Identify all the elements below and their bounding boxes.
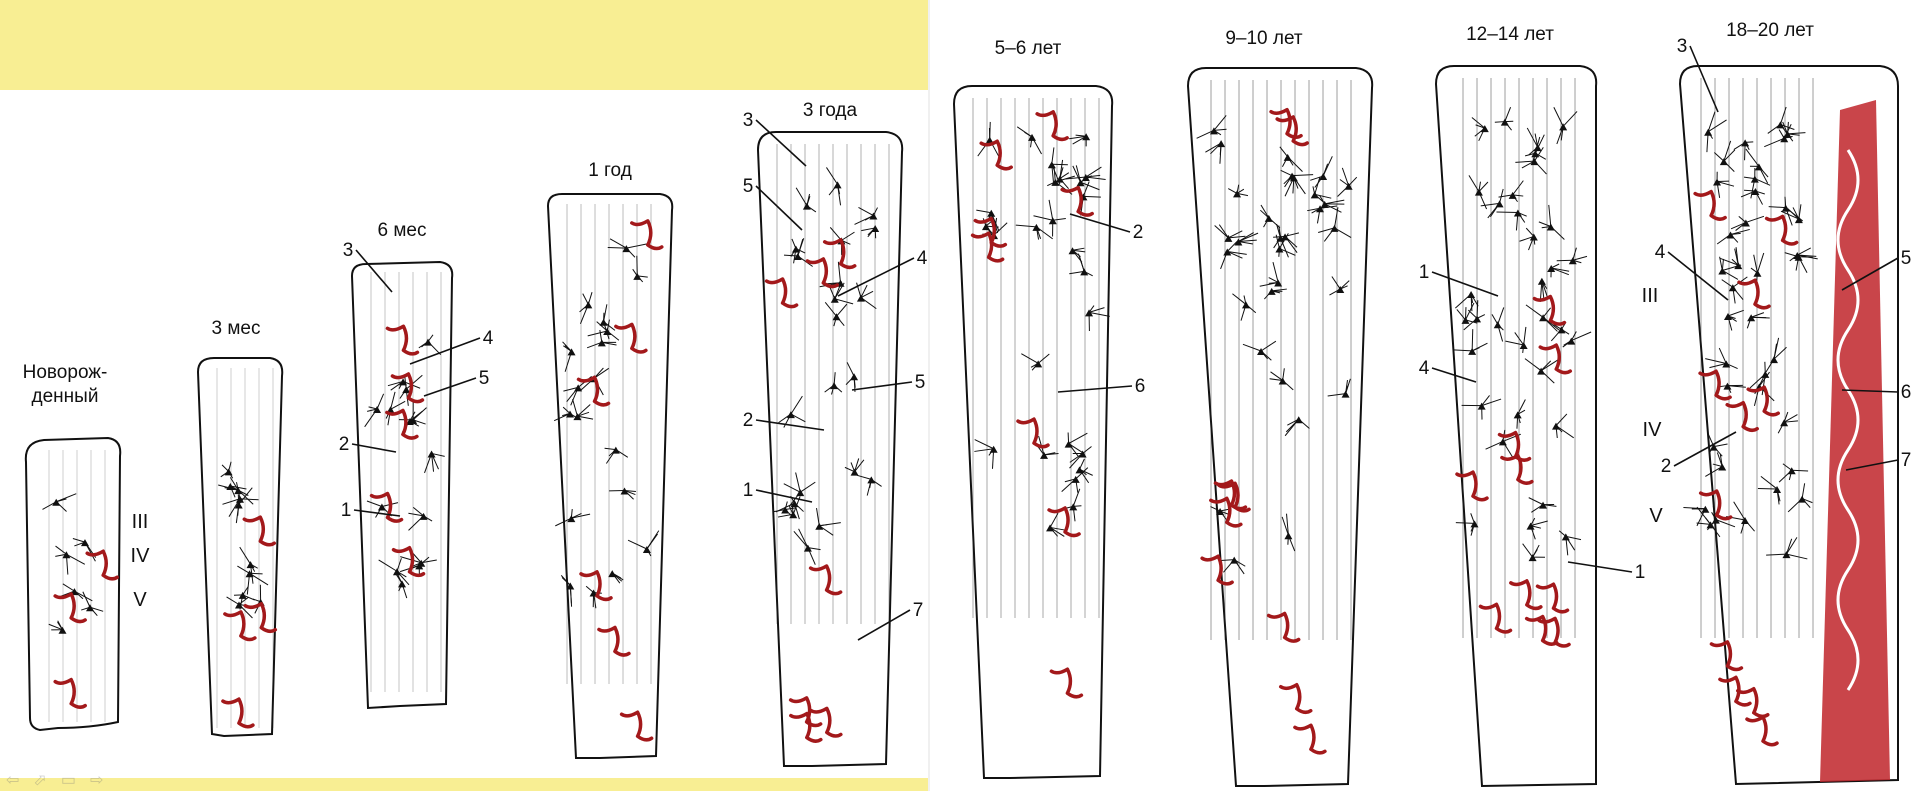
callout-number: 1	[341, 500, 352, 521]
layer-label: V	[133, 589, 147, 611]
callout-number: 4	[917, 248, 928, 269]
callout-number: 6	[1135, 376, 1146, 397]
next-icon[interactable]: ⇨	[90, 770, 103, 790]
column-title: денный	[32, 386, 99, 407]
layer-label: III	[132, 511, 149, 533]
callout-number: 5	[1901, 248, 1912, 269]
column-title: 18–20 лет	[1726, 20, 1814, 41]
column-title: 3 мес	[212, 318, 261, 339]
layer-label: V	[1649, 505, 1663, 527]
layer-label: IV	[1643, 419, 1663, 441]
callout-number: 3	[743, 110, 754, 131]
slide-nav[interactable]: ⇦ ⬀ ▭ ⇨	[6, 770, 103, 790]
callout-number: 4	[1419, 358, 1430, 379]
column-title: Новорож-	[23, 362, 108, 383]
callout-number: 7	[1901, 450, 1912, 471]
callout-number: 5	[479, 368, 490, 389]
back-arrow-icon[interactable]: ⇦	[6, 770, 19, 790]
callout-number: 3	[1677, 36, 1688, 57]
slide-icon[interactable]: ▭	[61, 770, 76, 790]
callout-number: 2	[1133, 222, 1144, 243]
column-title: 1 год	[588, 160, 632, 181]
callout-number: 4	[1655, 242, 1666, 263]
callout-number: 2	[1661, 456, 1672, 477]
layer-label: IV	[131, 545, 151, 567]
column-title: 12–14 лет	[1466, 24, 1554, 45]
column-title: 3 года	[803, 100, 858, 121]
callout-number: 1	[1635, 562, 1646, 583]
callout-number: 1	[1419, 262, 1430, 283]
column-title: 5–6 лет	[995, 38, 1062, 59]
forward-arrow-icon[interactable]: ⬀	[33, 770, 46, 790]
callout-number: 2	[339, 434, 350, 455]
column-title: 9–10 лет	[1225, 28, 1303, 49]
callout-number: 6	[1901, 382, 1912, 403]
column-title: 6 мес	[378, 220, 427, 241]
callout-number: 1	[743, 480, 754, 501]
callout-number: 7	[913, 600, 924, 621]
callout-number: 2	[743, 410, 754, 431]
callout-number: 4	[483, 328, 494, 349]
callout-number: 5	[743, 176, 754, 197]
layer-label: III	[1642, 285, 1659, 307]
callout-number: 5	[915, 372, 926, 393]
callout-number: 3	[343, 240, 354, 261]
